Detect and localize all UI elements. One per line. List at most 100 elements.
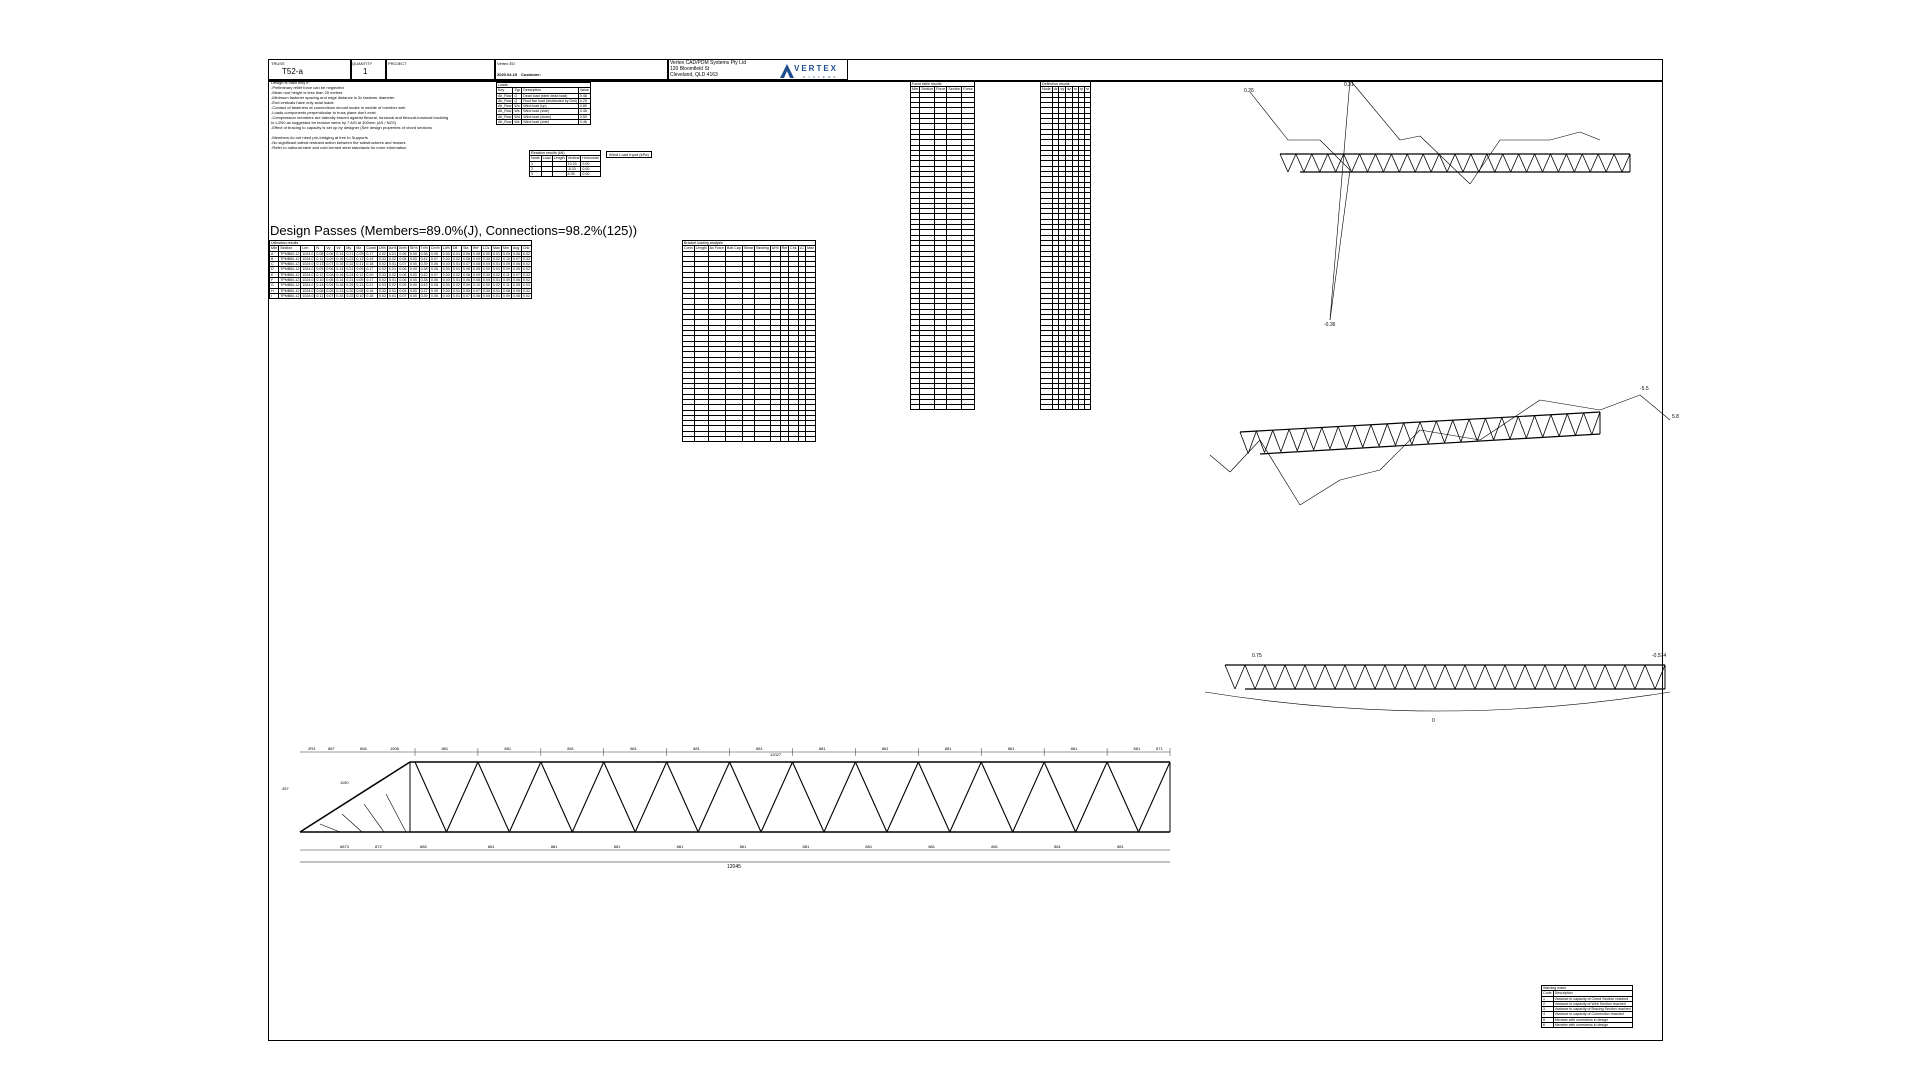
moment-truss-web	[1395, 422, 1405, 446]
deflection-truss-web	[1494, 664, 1506, 690]
moment-truss-web	[1247, 430, 1257, 454]
table-cell: 0.46	[577, 108, 591, 115]
axial-truss-web	[1359, 153, 1368, 173]
moment-truss-web	[1493, 417, 1503, 441]
main-web	[540, 761, 573, 833]
main-web	[666, 761, 699, 833]
deflection-truss-web	[1314, 664, 1326, 690]
table-cell: Variance in capacity of Connection reach…	[1552, 1011, 1633, 1018]
main-web	[917, 761, 951, 833]
axial-truss-web	[1454, 153, 1464, 173]
axial-truss-web	[1343, 153, 1352, 173]
deflection-truss-web	[1654, 664, 1666, 690]
moment-diagram-line	[1209, 454, 1231, 473]
table-cell	[961, 404, 975, 411]
dim-panel-label: 881	[441, 746, 448, 751]
table-cell	[934, 404, 948, 411]
dim-panel-label: 881	[693, 746, 700, 751]
dim-bottom-panel-label: 881	[803, 844, 810, 849]
deflection-truss-web	[1574, 664, 1586, 690]
axial-truss-web	[1311, 153, 1321, 173]
table-cell: 0.06	[397, 277, 409, 284]
table-header: Tn%	[418, 245, 430, 252]
moment-truss-web	[1575, 412, 1585, 436]
table-cell: 0.01	[386, 250, 399, 257]
axial-truss-web	[1335, 153, 1345, 173]
moment-truss-web	[1288, 429, 1298, 451]
main-web	[729, 761, 762, 833]
moment-truss-web	[1460, 419, 1470, 442]
dim-panel-label: 881	[756, 746, 763, 751]
deflection-truss-web	[1254, 664, 1266, 690]
deflection-truss-web	[1304, 664, 1316, 690]
axial-truss-web	[1589, 153, 1599, 173]
axial-truss-web	[1295, 153, 1305, 173]
dim-bottom-panel-label: 881	[865, 844, 872, 849]
table-cell: 0.06	[397, 250, 409, 257]
axial-truss-web	[1390, 153, 1400, 173]
deflection-curve	[1204, 691, 1671, 712]
note-line: Design is valid only if:	[271, 80, 310, 85]
moment-truss-web	[1435, 420, 1445, 443]
deflection-truss-web	[1644, 664, 1656, 690]
deflection-truss-web	[1284, 664, 1296, 690]
deflection-truss-web	[1454, 664, 1466, 690]
main-web	[634, 761, 668, 833]
moment-diagram-line	[1229, 439, 1261, 473]
axial-diagram-line	[1579, 131, 1601, 141]
axial-truss-web	[1383, 153, 1392, 173]
table-cell: 0.06	[397, 266, 409, 273]
table-cell: 0.13	[354, 282, 366, 289]
axial-truss-web	[1375, 153, 1384, 173]
deflection-right-label: -0.574	[1652, 653, 1666, 659]
table-row	[682, 356, 816, 363]
dim-panel-label: 881	[630, 746, 637, 751]
table-row	[1040, 308, 1091, 316]
note-line: -End verticals have only axial loads	[271, 100, 334, 105]
table-cell: 0.38	[418, 250, 430, 257]
deflection-truss-web	[1594, 664, 1606, 690]
table-cell: Wind load (side)	[521, 119, 579, 126]
moment-diagram-line	[1639, 394, 1671, 421]
deflection-truss-web	[1504, 664, 1516, 690]
axial-truss-web	[1597, 153, 1607, 173]
table-header: Mbr	[268, 245, 280, 252]
customer-label: Customer:	[521, 72, 542, 77]
axial-truss-web	[1367, 153, 1376, 173]
dim-left-seg3: 656	[360, 746, 367, 751]
table-cell: Alt_Row	[495, 97, 514, 105]
dim-bottom-3: 886	[420, 844, 427, 849]
main-web	[949, 761, 982, 833]
table-cell: 0.02	[520, 261, 532, 268]
axial-diagram-line	[1349, 79, 1401, 141]
dim-panel-label: 881	[504, 746, 511, 751]
table-cell: 0.02	[520, 292, 532, 300]
deflection-truss-web	[1524, 664, 1536, 690]
dim-panel-label: 881	[1134, 746, 1141, 751]
main-bracing	[319, 823, 341, 833]
table-cell: 0.37	[418, 287, 430, 294]
table-cell: 0.03	[520, 271, 532, 279]
note-line: -Effect of bracing to capacity is set up…	[271, 125, 432, 130]
table-cell	[754, 435, 771, 443]
moment-truss-web	[1321, 427, 1331, 450]
deflection-truss-web	[1614, 664, 1626, 690]
table-cell: 0.08	[354, 287, 366, 294]
axial-diagram-line	[1399, 135, 1421, 141]
axial-truss-web	[1327, 153, 1337, 173]
dim-left-seg1: 2R3	[308, 746, 316, 751]
table-row	[1040, 340, 1091, 347]
moment-diagram-line	[1379, 429, 1421, 471]
deflection-truss-web	[1244, 664, 1256, 690]
note-line: -Minimum fastener spacing and edge dista…	[271, 95, 395, 100]
table-cell: 0.05	[397, 287, 409, 294]
table-cell: Variance in capacity of Web Section reac…	[1552, 1000, 1633, 1008]
table-header: Bearing	[754, 245, 771, 252]
company-address-1: 120 Bloomfield St	[670, 66, 710, 72]
axial-diagram-line	[1329, 169, 1351, 321]
table-header: Ut%	[769, 245, 781, 252]
moment-end-label: 5.8	[1672, 414, 1679, 420]
table-cell: 0.48	[577, 92, 591, 99]
